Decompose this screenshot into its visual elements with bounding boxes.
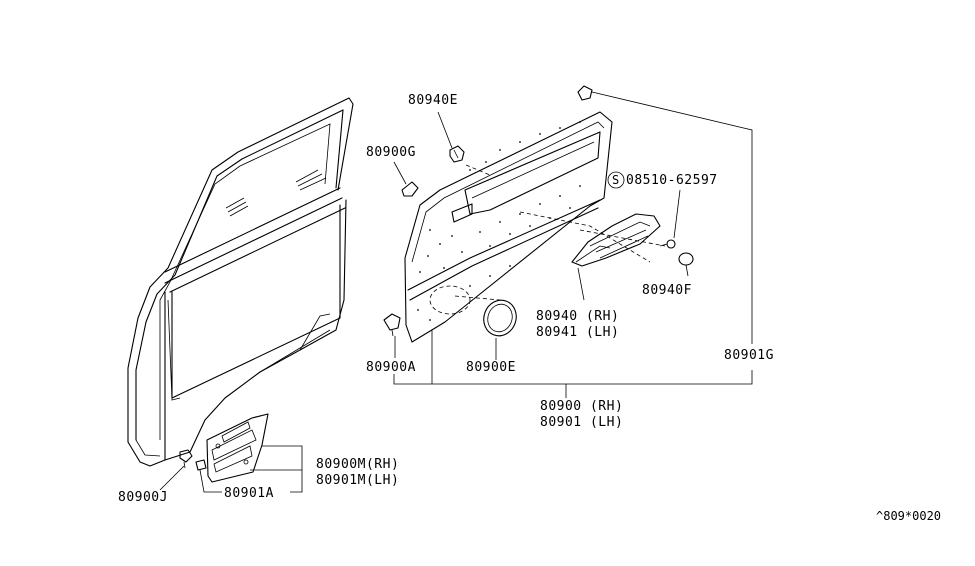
armrest-part (571, 213, 661, 267)
clip-80901A (195, 459, 207, 471)
label-80901M-lh: 80901M(LH) (316, 473, 399, 488)
label-80940F: 80940F (642, 283, 692, 298)
trim-texture (417, 121, 581, 321)
label-80901A: 80901A (224, 486, 274, 501)
door-pocket-part (206, 413, 269, 483)
label-80941-lh: 80941 (LH) (536, 325, 619, 340)
label-80900E: 80900E (466, 360, 516, 375)
speaker-grille (483, 299, 517, 337)
label-80901-lh: 80901 (LH) (540, 415, 623, 430)
screw-symbol: S (612, 173, 619, 187)
cap-80940F (678, 252, 694, 266)
diagram-code: ^809*0020 (876, 509, 941, 523)
door-trim-panel (404, 111, 666, 343)
door-shell (127, 97, 354, 467)
label-80900J: 80900J (118, 490, 168, 505)
part-labels: 80940E 80900G S 08510-62597 80940F 80940… (118, 93, 941, 523)
label-80900M-rh: 80900M(RH) (316, 457, 399, 472)
clip-80940E (449, 145, 465, 163)
label-screw: 08510-62597 (626, 173, 718, 188)
callout-leaders (159, 91, 753, 493)
label-80900-rh: 80900 (RH) (540, 399, 623, 414)
label-80900G: 80900G (366, 145, 416, 160)
label-80940-rh: 80940 (RH) (536, 309, 619, 324)
screw-symbol-circle (607, 171, 625, 189)
label-80901G: 80901G (724, 348, 774, 363)
label-80900A: 80900A (366, 360, 416, 375)
clip-80900A (383, 313, 401, 337)
clip-80900G (401, 181, 419, 197)
screw-part (659, 239, 676, 249)
clip-80900J (179, 449, 193, 469)
clip-80901G (577, 85, 593, 101)
label-80940E: 80940E (408, 93, 458, 108)
